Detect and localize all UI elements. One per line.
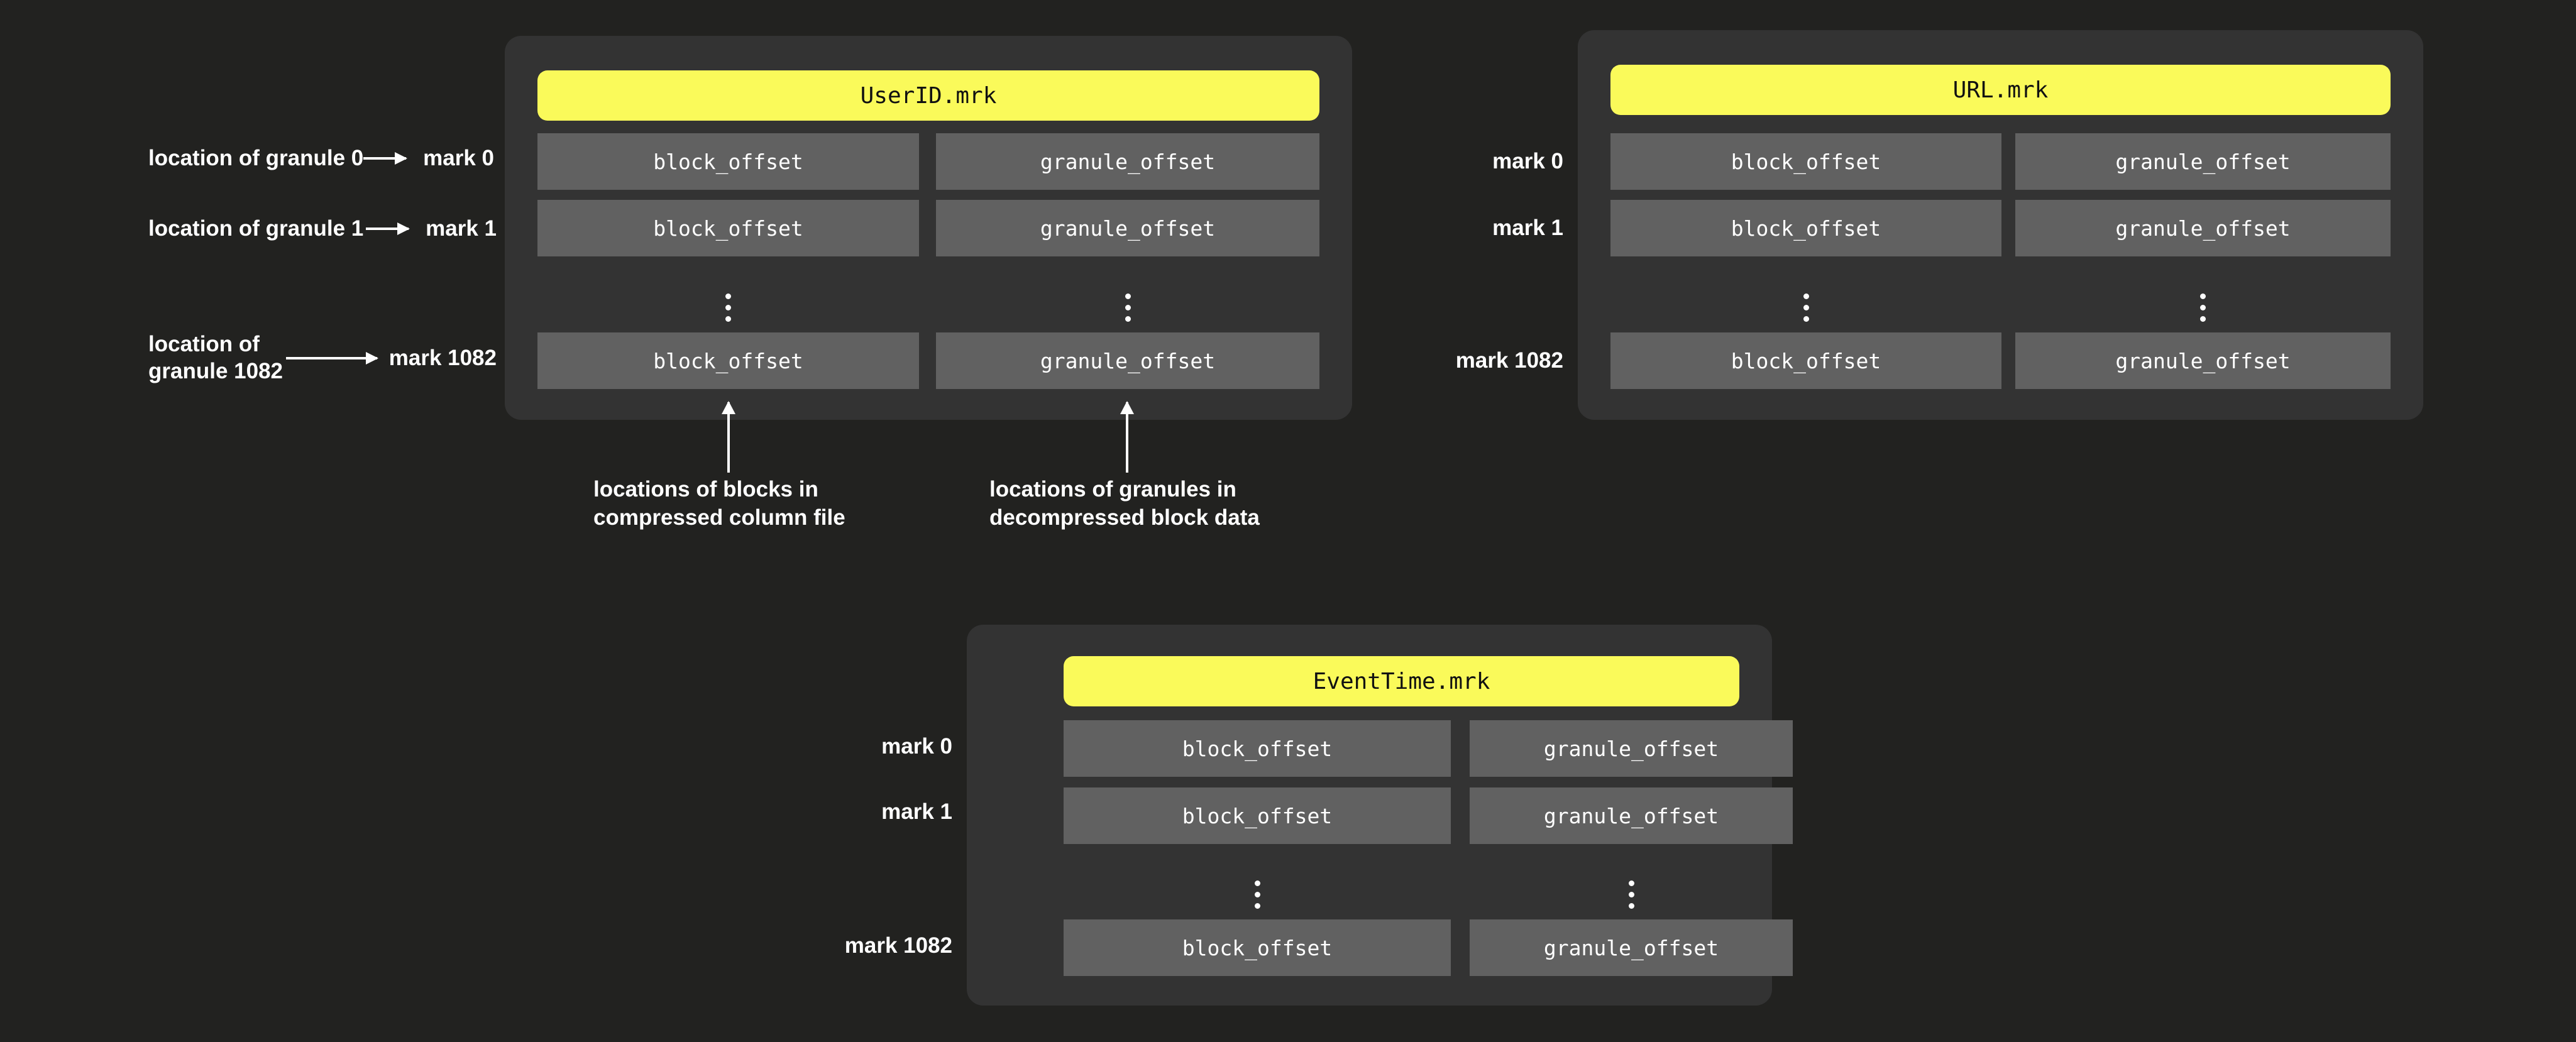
- mrk-card-userid: UserID.mrk block_offset granule_offset b…: [505, 36, 1352, 420]
- vertical-ellipsis-icon: [1064, 874, 1451, 914]
- vertical-ellipsis-icon: [1610, 287, 2001, 327]
- mark-label-eventtime-0: mark 0: [881, 734, 952, 759]
- block-offset-callout-arrow: [727, 402, 730, 473]
- mark-label-eventtime-1082: mark 1082: [844, 933, 952, 958]
- vertical-ellipsis-icon: [2015, 287, 2391, 327]
- caption-block-offset: locations of blocks in compressed column…: [593, 477, 845, 530]
- mrk-card-eventtime: EventTime.mrk block_offset granule_offse…: [967, 625, 1793, 1006]
- cell-granule-offset: granule_offset: [2015, 133, 2391, 190]
- granule-offset-callout-arrow: [1126, 402, 1128, 473]
- cell-granule-offset: granule_offset: [1470, 919, 1793, 976]
- mrk-card-url: URL.mrk block_offset granule_offset bloc…: [1578, 30, 2423, 420]
- mark-label-url-1082: mark 1082: [1455, 348, 1563, 373]
- caption-granule-offset: locations of granules in decompressed bl…: [989, 477, 1260, 530]
- cell-block-offset: block_offset: [1064, 919, 1451, 976]
- cell-block-offset: block_offset: [1610, 133, 2001, 190]
- card-title-eventtime: EventTime.mrk: [1064, 656, 1739, 706]
- cell-block-offset: block_offset: [537, 200, 919, 256]
- granule-mapping-arrow-2: [286, 357, 377, 359]
- cell-granule-offset: granule_offset: [936, 200, 1319, 256]
- card-title-userid: UserID.mrk: [537, 70, 1319, 121]
- cell-block-offset: block_offset: [1610, 332, 2001, 389]
- cell-block-offset: block_offset: [1064, 787, 1451, 844]
- cell-block-offset: block_offset: [1610, 200, 2001, 256]
- card-title-url: URL.mrk: [1610, 65, 2391, 115]
- cell-granule-offset: granule_offset: [1470, 787, 1793, 844]
- mark-label-url-1: mark 1: [1492, 216, 1563, 240]
- granule-mapping-source-0: location of granule 0: [148, 145, 364, 170]
- cell-granule-offset: granule_offset: [1470, 720, 1793, 777]
- granule-mapping-target-1: mark 1: [426, 216, 497, 241]
- cell-granule-offset: granule_offset: [936, 133, 1319, 190]
- cell-block-offset: block_offset: [1064, 720, 1451, 777]
- granule-mapping-arrow-0: [363, 157, 406, 160]
- cell-block-offset: block_offset: [537, 332, 919, 389]
- granule-mapping-source-1: location of granule 1: [148, 216, 364, 241]
- vertical-ellipsis-icon: [537, 287, 919, 327]
- cell-granule-offset: granule_offset: [936, 332, 1319, 389]
- vertical-ellipsis-icon: [1470, 874, 1793, 914]
- granule-mapping-target-0: mark 0: [423, 146, 494, 170]
- cell-block-offset: block_offset: [537, 133, 919, 190]
- granule-mapping-target-2: mark 1082: [388, 346, 497, 370]
- cell-granule-offset: granule_offset: [2015, 200, 2391, 256]
- vertical-ellipsis-icon: [936, 287, 1319, 327]
- granule-mapping-arrow-1: [366, 228, 409, 230]
- mark-label-eventtime-1: mark 1: [881, 799, 952, 824]
- mark-label-url-0: mark 0: [1492, 149, 1563, 173]
- granule-mapping-source-2: location of granule 1082: [148, 332, 283, 383]
- cell-granule-offset: granule_offset: [2015, 332, 2391, 389]
